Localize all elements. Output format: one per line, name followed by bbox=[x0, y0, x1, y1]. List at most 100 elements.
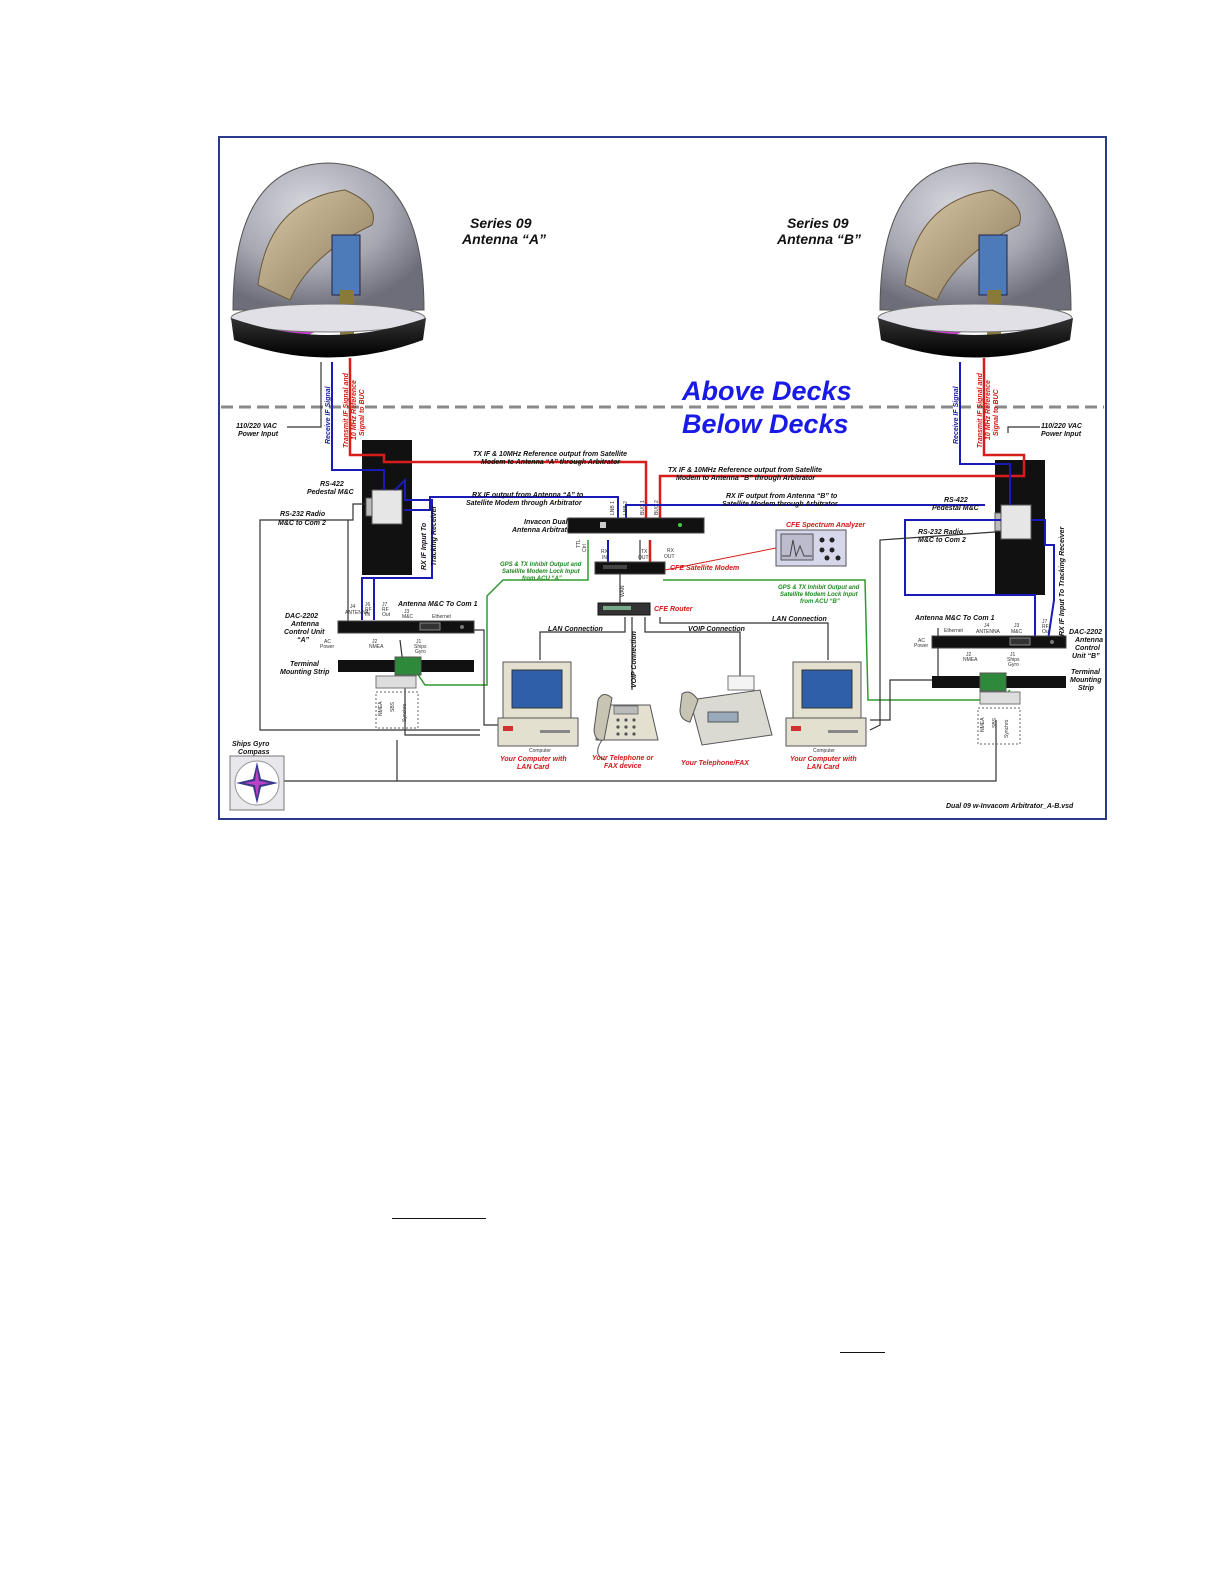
pedestal-box-icon bbox=[365, 489, 403, 525]
acu-a-port: J1 bbox=[416, 639, 422, 645]
antenna-a-title: Series 09 bbox=[470, 215, 532, 231]
gps-b-label: GPS & TX Inhibit Output and bbox=[778, 585, 860, 591]
acu-b-port: J7 bbox=[1042, 619, 1048, 625]
acu-b-port: Gyro bbox=[1008, 662, 1019, 668]
arbitrator-label: Invacon Dual bbox=[524, 519, 569, 526]
acu-b-port: J1 bbox=[1010, 652, 1016, 658]
acu-a-port: ANTENNA bbox=[345, 610, 370, 616]
acu-a-port: J7 bbox=[382, 602, 388, 608]
tx-if-b-label: 10 MHz Reference bbox=[985, 380, 992, 440]
acu-a-port: Gyro bbox=[415, 649, 426, 655]
radio-b-label: RS-232 Radio bbox=[918, 529, 964, 536]
computer-a-label: LAN Card bbox=[517, 764, 550, 771]
acu-a-port: RF bbox=[365, 607, 372, 613]
rx-out-a-label: RX IF output from Antenna “A” to bbox=[472, 492, 584, 499]
lan-b-label: LAN Connection bbox=[772, 616, 827, 623]
tracking-a-label: Tracking Receiver bbox=[431, 505, 438, 566]
tx-ref-a-label: Modem to Antenna “A” through Arbitrator bbox=[481, 459, 621, 466]
gyro-lead-label: Synchro bbox=[1004, 719, 1010, 738]
gyro-label: Ships Gyro bbox=[232, 741, 270, 748]
acu-b-port: J4 bbox=[984, 623, 990, 629]
computer-a-label: Your Computer with bbox=[500, 756, 567, 763]
port-label: Ctrl bbox=[582, 544, 588, 552]
tx-ref-b-label: TX IF & 10MHz Reference output from Sate… bbox=[668, 467, 822, 474]
pedestal-b-label: Pedestal M&C bbox=[932, 505, 980, 512]
acu-b-mc-label: Antenna M&C To Com 1 bbox=[914, 615, 995, 622]
tx-if-a-label: Transmit IF Signal and bbox=[343, 372, 350, 448]
power-b-label: 110/220 VAC bbox=[1041, 423, 1083, 430]
radio-a-label: RS-232 Radio bbox=[280, 511, 326, 518]
power-b-label: Power Input bbox=[1041, 431, 1082, 438]
gps-a-label: Satellite Modem Lock Input bbox=[502, 569, 581, 575]
gyro-lead-label: NMEA bbox=[378, 701, 384, 716]
gps-b-label: from ACU “B” bbox=[800, 599, 840, 605]
acu-icon bbox=[931, 635, 1067, 649]
rx-out-b-label: Satellite Modem through Arbitrator bbox=[722, 501, 839, 508]
spectrum-cable bbox=[664, 547, 777, 571]
computer-icon bbox=[497, 661, 579, 747]
tx-if-b-label: Transmit IF Signal and bbox=[977, 372, 984, 448]
acu-a-port: M&C bbox=[402, 614, 414, 620]
filename-label: Dual 09 w-Invacom Arbitrator_A-B.vsd bbox=[946, 803, 1074, 810]
port-label: BUC 2 bbox=[654, 500, 660, 515]
gyro-lead-label: Synchro bbox=[402, 703, 408, 722]
power-a-label: 110/220 VAC bbox=[236, 423, 278, 430]
acu-a-port: Power bbox=[320, 644, 335, 650]
radio-a-label: M&C to Com 2 bbox=[278, 520, 326, 527]
computer-a-tag: Computer bbox=[529, 748, 551, 754]
terminal-strip-icon bbox=[338, 656, 474, 689]
voip-label: VOIP Connection bbox=[688, 626, 745, 633]
acu-b-port: Out bbox=[1042, 629, 1051, 635]
pedestal-a-label: Pedestal M&C bbox=[307, 489, 355, 496]
acu-b-port: M&C bbox=[1011, 629, 1023, 635]
gyro-lead-box bbox=[375, 691, 419, 729]
modem-port: OUT bbox=[638, 555, 649, 561]
terminal-a-label: Mounting Strip bbox=[280, 669, 330, 676]
tx-if-a-label: 10 MHz Reference bbox=[351, 380, 358, 440]
acu-a-label: DAC-2202 bbox=[285, 613, 318, 620]
modem-port: OUT bbox=[664, 554, 675, 560]
computer-icon bbox=[785, 661, 867, 747]
port-label: LNB 1 bbox=[610, 501, 616, 515]
modem-port: IN bbox=[602, 555, 607, 561]
acu-a-port: Out bbox=[382, 612, 391, 618]
spectrum-label: CFE Spectrum Analyzer bbox=[786, 522, 866, 529]
pedestal-box-icon bbox=[994, 504, 1032, 540]
acu-b-port: J3 bbox=[1014, 623, 1020, 629]
below-decks-label: Below Decks bbox=[682, 409, 849, 439]
antenna-b-title: Series 09 bbox=[787, 215, 849, 231]
acu-b-label: DAC-2202 bbox=[1069, 629, 1102, 636]
tracking-a-label: RX IF Input To bbox=[421, 522, 428, 570]
tracking-b-label: RX IF Input To Tracking Receiver bbox=[1059, 525, 1066, 636]
acu-a-port: J3 bbox=[404, 609, 410, 615]
terminal-b-label: Mounting bbox=[1070, 677, 1102, 684]
acu-a-port: IN bbox=[365, 612, 370, 618]
acu-a-port: J6 bbox=[365, 602, 371, 608]
acu-b-label: Antenna bbox=[1074, 637, 1103, 644]
gyro-lead-box bbox=[977, 707, 1021, 745]
phone-label: FAX device bbox=[604, 763, 641, 770]
acu-b-port: J2 bbox=[966, 652, 972, 658]
antenna-dome-icon bbox=[877, 162, 1073, 358]
modem-label: CFE Satellite Modem bbox=[670, 565, 739, 572]
gyro-lead-label: SBS bbox=[992, 717, 998, 728]
acu-b-port: NMEA bbox=[963, 657, 978, 663]
port-label: LNB 2 bbox=[623, 501, 629, 515]
port-label: TTL bbox=[576, 539, 582, 548]
gyro-label: Compass bbox=[238, 749, 270, 756]
computer-b-tag: Computer bbox=[813, 748, 835, 754]
antenna-b-subtitle: Antenna “B” bbox=[776, 231, 861, 247]
acu-b-label: Control bbox=[1075, 645, 1101, 652]
computer-b-label: Your Computer with bbox=[790, 756, 857, 763]
acu-b-label: Unit “B” bbox=[1072, 653, 1100, 660]
modem-port: RX bbox=[601, 549, 609, 555]
router-icon bbox=[597, 602, 651, 616]
modem-port: RX bbox=[667, 548, 675, 554]
underline-mark bbox=[840, 1352, 885, 1353]
computer-b-label: LAN Card bbox=[807, 764, 840, 771]
tx-ref-b-label: Modem to Antenna “B” through Arbitrator bbox=[676, 475, 816, 482]
voip-vertical-label: VOIP Connection bbox=[631, 631, 638, 688]
acu-icon bbox=[337, 620, 475, 634]
telephone-icon bbox=[593, 694, 659, 761]
above-decks-label: Above Decks bbox=[681, 376, 852, 406]
